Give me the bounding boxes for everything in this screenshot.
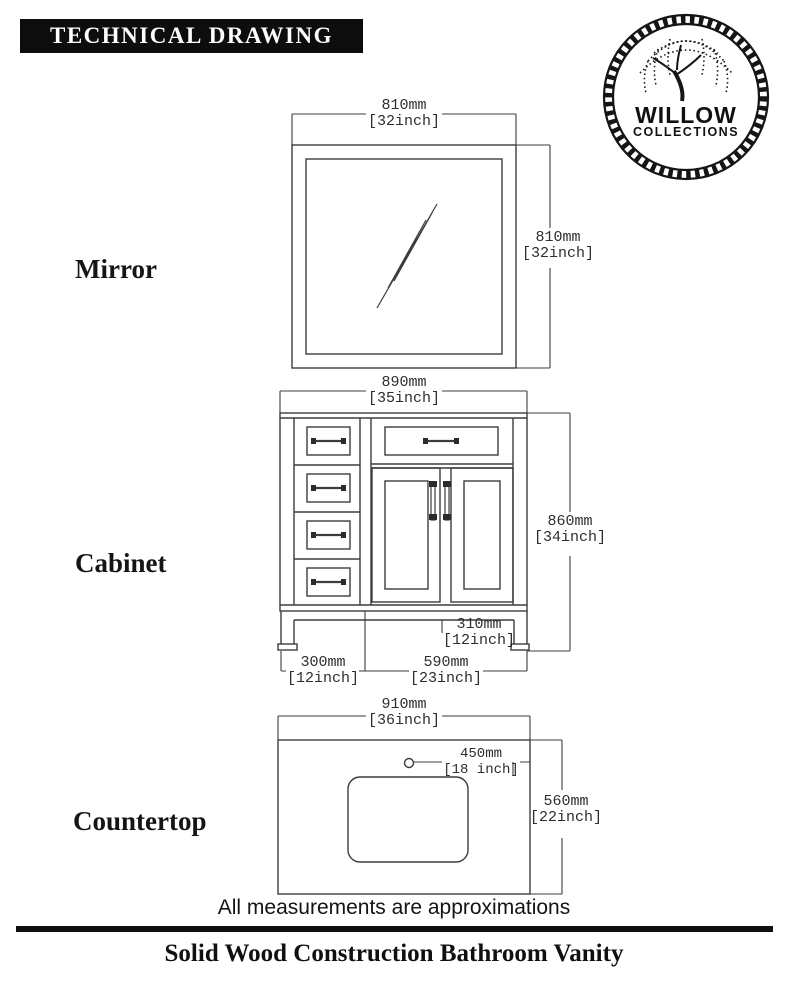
logo-rope-inner (611, 22, 761, 172)
page-title: TECHNICAL DRAWING (49, 23, 333, 48)
willow-tree-icon (639, 38, 733, 102)
dim-value-inch: [23inch] (409, 670, 483, 687)
logo-brand-text: WILLOW (635, 102, 737, 128)
dim-countertop-width: 910mm [36inch] (368, 697, 440, 729)
logo-graphic (602, 13, 770, 181)
dim-cabinet-width: 890mm [35inch] (368, 375, 440, 407)
measurements-note: All measurements are approximations (217, 896, 571, 919)
dim-value-inch: [34inch] (533, 529, 607, 546)
product-title: Solid Wood Construction Bathroom Vanity (164, 940, 624, 967)
dim-value-inch: [32inch] (521, 245, 595, 262)
faucet-hole-icon (403, 757, 415, 769)
dim-cabinet-drawer-width: 300mm [12inch] (287, 655, 359, 687)
logo-sub-text: COLLECTIONS (632, 125, 740, 139)
dim-countertop-faucet: 450mm [18 inch] (443, 746, 519, 778)
header-banner: TECHNICAL DRAWING (20, 19, 363, 53)
dim-value-inch: [12inch] (442, 632, 516, 649)
dim-cabinet-door-width: 590mm [23inch] (410, 655, 482, 687)
top-drawer-handle-icon (423, 438, 459, 444)
countertop-label: Countertop (73, 806, 207, 836)
dim-value-inch: [18 inch] (443, 762, 519, 778)
logo-rope-outer (602, 13, 770, 181)
dim-value-inch: [35inch] (367, 390, 441, 407)
dim-value-mm: 300mm (300, 654, 346, 671)
dim-value-inch: [22inch] (529, 809, 603, 826)
logo-rope-segments (604, 15, 768, 179)
dim-mirror-width: 810mm [32inch] (368, 98, 440, 130)
dim-cabinet-height: 860mm [34inch] (534, 514, 606, 546)
divider-bar (16, 926, 773, 932)
dim-cabinet-depth: 310mm [12inch] (443, 617, 515, 649)
dim-value-mm: 910mm (381, 696, 427, 713)
countertop-drawing (277, 715, 563, 895)
brand-logo: WILLOW COLLECTIONS (602, 13, 770, 181)
dim-value-mm: 590mm (423, 654, 469, 671)
cabinet-drawing (277, 390, 571, 672)
dim-value-inch: [12inch] (286, 670, 360, 687)
dim-mirror-height: 810mm [32inch] (522, 230, 594, 262)
dim-value-mm: 450mm (459, 746, 502, 762)
dim-value-inch: [36inch] (367, 712, 441, 729)
drawer-handle-icon (311, 438, 346, 585)
sink-cutout (347, 776, 469, 863)
dim-value-mm: 310mm (456, 616, 502, 633)
dim-value-mm: 890mm (381, 374, 427, 391)
dim-value-inch: [32inch] (367, 113, 441, 130)
mirror-label: Mirror (75, 254, 157, 284)
mirror-drawing (291, 113, 551, 369)
dim-value-mm: 810mm (535, 229, 581, 246)
dim-value-mm: 560mm (543, 793, 589, 810)
dim-countertop-depth: 560mm [22inch] (530, 794, 602, 826)
cabinet-label: Cabinet (75, 548, 167, 578)
door-handle-icon (429, 481, 451, 521)
dim-value-mm: 860mm (547, 513, 593, 530)
dim-value-mm: 810mm (381, 97, 427, 114)
